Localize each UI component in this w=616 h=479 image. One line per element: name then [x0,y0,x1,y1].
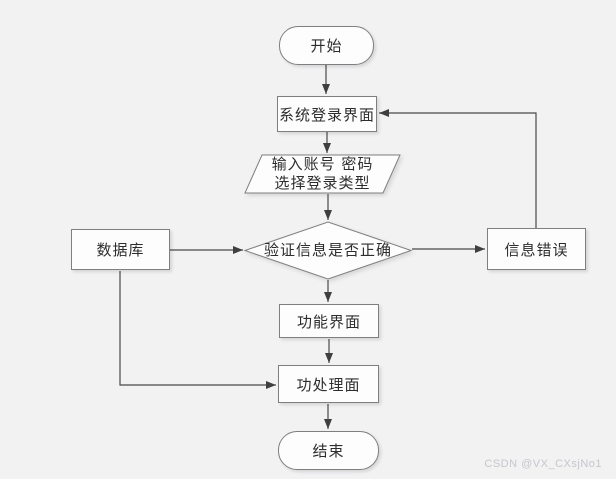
error-node: 信息错误 [487,228,586,270]
edge-error-login [379,109,537,228]
database-node-label: 数据库 [96,241,145,259]
edge-database-processing [119,271,276,389]
start-node-label: 开始 [310,37,343,55]
end-node: 结束 [278,431,379,470]
error-node-label: 信息错误 [504,240,569,259]
end-node-label: 结束 [312,442,345,460]
csdn-watermark: CSDN @VX_CXsjNo1 [484,458,602,470]
login-screen-node: 系统登录界面 [277,96,377,132]
function-ui-node: 功能界面 [279,304,379,338]
processing-node: 功处理面 [278,365,379,403]
verify-diamond-shape [243,221,413,280]
start-node: 开始 [279,26,374,65]
processing-node-label: 功处理面 [296,375,361,394]
database-node: 数据库 [71,229,170,270]
function-ui-node-label: 功能界面 [296,312,361,331]
login-screen-node-label: 系统登录界面 [278,105,375,124]
input-parallelogram-shape [244,154,401,194]
